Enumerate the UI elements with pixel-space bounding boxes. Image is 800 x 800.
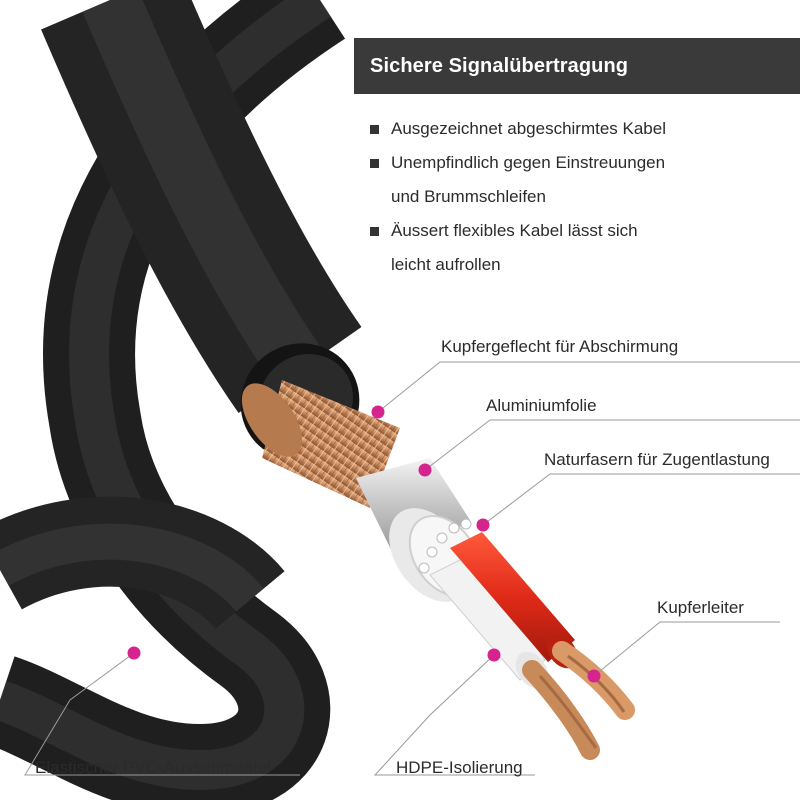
label-aluminium-foil: Aluminiumfolie — [486, 396, 597, 415]
label-natural-fibers: Naturfasern für Zugentlastung — [544, 450, 770, 469]
feature-item: Unempfindlich gegen Einstreuungen und Br… — [370, 146, 790, 214]
feature-text: Unempfindlich gegen Einstreuungen — [391, 153, 666, 172]
feature-text-continued: leicht aufrollen — [391, 255, 501, 274]
pvc-jacket — [0, 0, 362, 800]
square-bullet-icon — [370, 159, 379, 168]
feature-text-continued: und Brummschleifen — [391, 187, 546, 206]
feature-text: Äussert flexibles Kabel lässt sich — [391, 221, 638, 240]
callout-markers — [127, 405, 601, 683]
marker-fibers — [476, 518, 490, 532]
copper-conductor — [522, 641, 635, 760]
label-pvc-jacket: Elastischer PVC-Aussenmantel — [35, 758, 272, 777]
label-hdpe-insulation: HDPE-Isolierung — [396, 758, 523, 777]
hdpe-insulation — [429, 532, 578, 689]
marker-insulation — [487, 648, 501, 662]
marker-braid — [371, 405, 385, 419]
leader-lines — [24, 361, 800, 776]
feature-text: Ausgezeichnet abgeschirmtes Kabel — [391, 119, 666, 138]
feature-item: Ausgezeichnet abgeschirmtes Kabel — [370, 112, 790, 146]
square-bullet-icon — [370, 125, 379, 134]
label-copper-braid: Kupfergeflecht für Abschirmung — [441, 337, 679, 356]
marker-jacket — [127, 646, 141, 660]
label-copper-conductor: Kupferleiter — [657, 598, 744, 617]
feature-list: Ausgezeichnet abgeschirmtes Kabel Unempf… — [370, 112, 790, 282]
feature-item: Äussert flexibles Kabel lässt sich leich… — [370, 214, 790, 282]
square-bullet-icon — [370, 227, 379, 236]
page-title: Sichere Signalübertragung — [370, 55, 629, 77]
marker-conductor — [587, 669, 601, 683]
header-bar: Sichere Signalübertragung — [354, 38, 800, 94]
marker-foil — [418, 463, 432, 477]
